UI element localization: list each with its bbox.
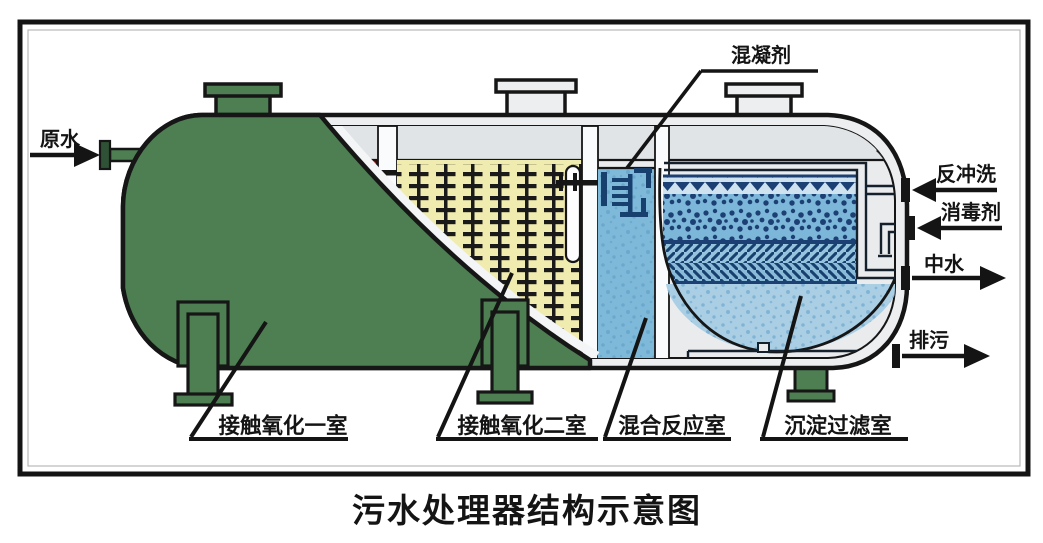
sedimentation-label: 沉淀过滤室 [784, 413, 892, 438]
coagulant-label: 混凝剂 [731, 43, 791, 67]
backwash-flange [901, 178, 910, 202]
figure-title: 污水处理器结构示意图 [352, 492, 702, 529]
raw-water-flange [98, 139, 112, 171]
port-disinfectant: 消毒剂 [906, 200, 1002, 240]
headspace-band [322, 126, 895, 160]
blowdown-arrowhead [964, 344, 990, 368]
port-reclaimed-water: 中水 [901, 252, 1006, 290]
tank-interior [322, 126, 895, 358]
raw-water-arrowhead [74, 143, 100, 167]
mixing-chamber-leader-line [603, 317, 648, 438]
chamber2-label: 接触氧化二室 [457, 413, 586, 438]
cutaway-highlight [323, 126, 600, 358]
drain-pipe-stub [757, 342, 770, 353]
mixer-assembly [601, 168, 652, 217]
chamber1-leader-line [189, 320, 268, 439]
port-blowdown: 排污 [892, 328, 990, 368]
filter-nozzle-layer [663, 176, 857, 194]
disinfectant-arrowhead [917, 216, 941, 240]
port-coagulant: 混凝剂 [625, 43, 818, 170]
backwash-label: 反冲洗 [936, 163, 996, 186]
support-leg-1 [173, 300, 234, 407]
disinfectant-label: 消毒剂 [941, 200, 1001, 224]
callout-contact-oxidation-1: 接触氧化一室 [189, 320, 348, 441]
support-leg-2 [476, 298, 534, 405]
callout-sedimentation-filtration: 沉淀过滤室 [760, 295, 908, 441]
reclaimed-water-label: 中水 [924, 252, 965, 276]
filter-gravel-layer [663, 194, 857, 240]
chamber2-leader-line [436, 272, 514, 438]
reclaimed-water-arrowhead [980, 266, 1006, 290]
port-backwash: 反冲洗 [901, 163, 997, 202]
callout-mixing-reaction: 混合反应室 [603, 317, 731, 441]
backwash-arrowhead [912, 178, 936, 202]
port-raw-water: 原水 [30, 128, 100, 167]
reclaimed-water-flange [901, 266, 910, 290]
chamber1-label: 接触氧化一室 [218, 413, 347, 438]
callout-contact-oxidation-2: 接触氧化二室 [436, 272, 598, 441]
coagulant-leader-line [625, 69, 703, 170]
divider2-pipe-flange [556, 173, 602, 191]
blowdown-label: 排污 [909, 328, 949, 352]
divider-wall-2 [581, 126, 599, 358]
filter-support-layers [663, 240, 857, 284]
sedimentation-leader-line [761, 295, 803, 438]
blowdown-flange [892, 344, 900, 368]
raw-water-label: 原水 [40, 128, 81, 151]
disinfectant-flange [906, 216, 915, 240]
mixing-chamber-label: 混合反应室 [618, 413, 726, 438]
figure-inner-border [27, 29, 1021, 467]
